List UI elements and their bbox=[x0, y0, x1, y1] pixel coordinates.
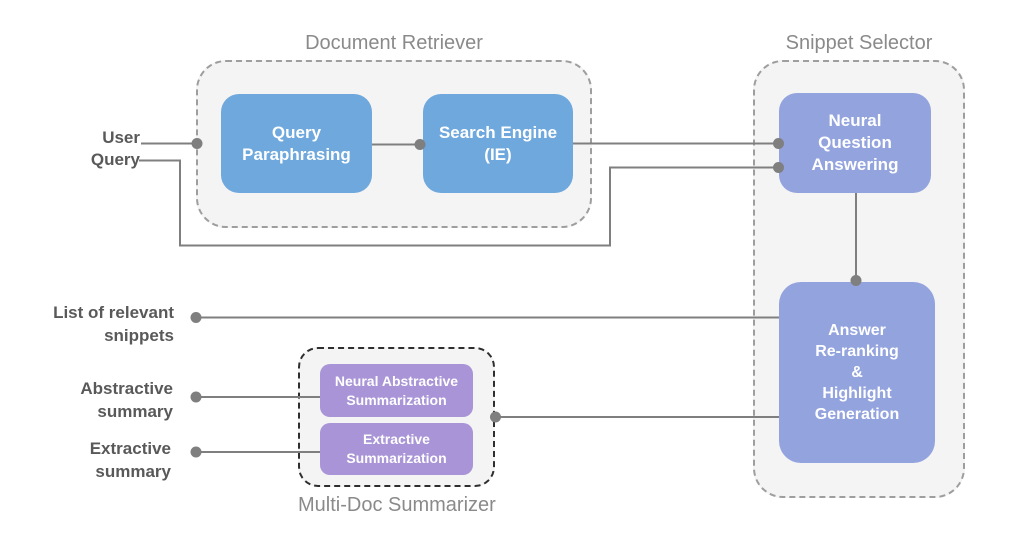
answer-reranking-node: Answer Re-ranking & Highlight Generation bbox=[779, 282, 935, 463]
list-of-relevant-snippets-label: List of relevant snippets bbox=[53, 303, 174, 345]
snippet-selector-title: Snippet Selector bbox=[785, 32, 933, 54]
multi-doc-summarizer-title: Multi-Doc Summarizer bbox=[298, 494, 496, 516]
user-query-label: User Query bbox=[90, 128, 140, 169]
snippets-dot bbox=[190, 312, 202, 323]
document-retriever-title: Document Retriever bbox=[305, 32, 483, 54]
abstractive-summary-label: Abstractive summary bbox=[80, 379, 173, 421]
search-engine-node: Search Engine (IE) bbox=[423, 94, 573, 193]
extractive-dot bbox=[190, 446, 202, 458]
neural-question-answering-node: Neural Question Answering bbox=[779, 93, 931, 193]
extractive-summarization-node: Extractive Summarization bbox=[320, 423, 473, 475]
neural-abstractive-summarization-node: Neural Abstractive Summarization bbox=[320, 364, 473, 417]
extractive-summary-label: Extractive summary bbox=[89, 439, 171, 481]
query-paraphrasing-node: Query Paraphrasing bbox=[221, 94, 372, 193]
abstractive-dot bbox=[190, 391, 202, 403]
